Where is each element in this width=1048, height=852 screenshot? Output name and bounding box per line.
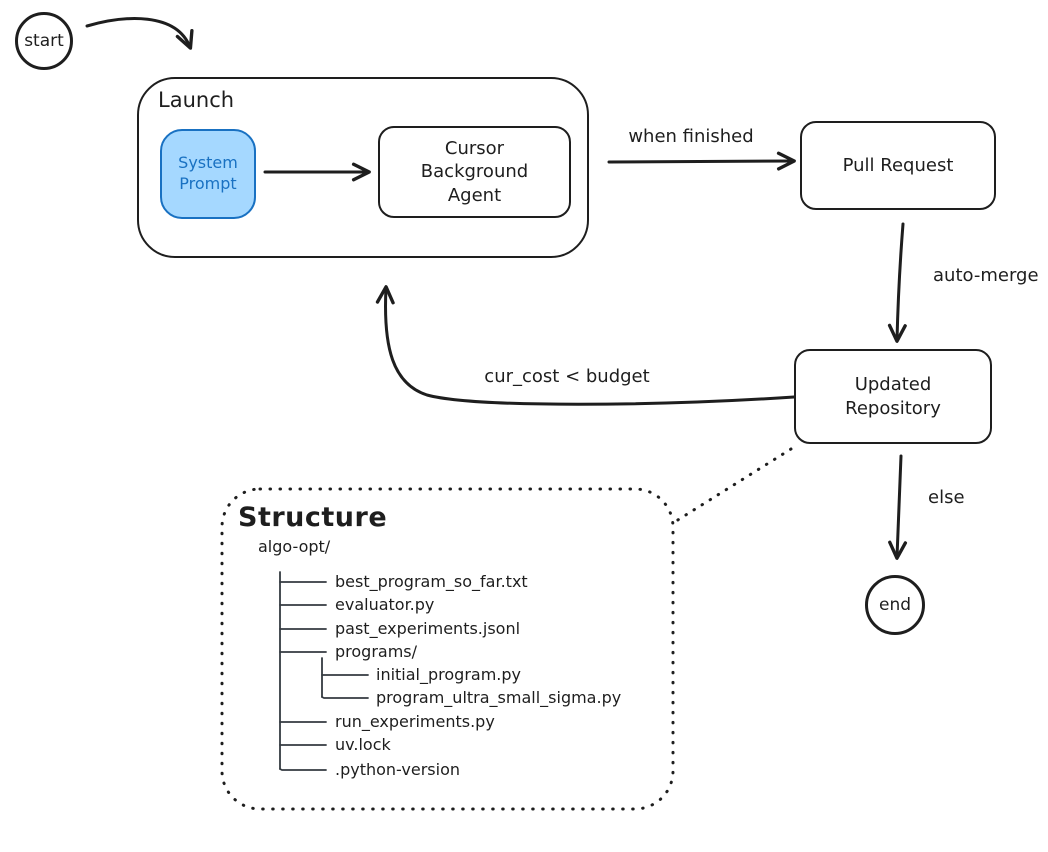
start-node: start: [15, 12, 73, 70]
else-arrow: [888, 454, 908, 560]
launch-group: Launch: [137, 77, 589, 258]
start-arrow: [85, 17, 194, 50]
tree-item: .python-version: [335, 760, 460, 779]
structure-title: Structure: [238, 502, 388, 533]
structure-panel-border: [220, 487, 675, 811]
system-prompt-node: System Prompt: [160, 129, 256, 219]
structure-connector-line: [671, 447, 793, 525]
tree-item: initial_program.py: [376, 665, 522, 684]
tree-root: algo-opt/: [258, 537, 331, 556]
cursor-agent-node: Cursor Background Agent: [378, 126, 571, 218]
tree-item: best_program_so_far.txt: [335, 572, 528, 591]
pull-request-node: Pull Request: [800, 121, 996, 210]
launch-group-label: Launch: [158, 88, 235, 112]
tree-item: past_experiments.jsonl: [335, 619, 521, 638]
auto-merge-label: auto-merge: [933, 265, 1039, 286]
tree-item: run_experiments.py: [335, 712, 495, 731]
system-prompt-label: System Prompt: [178, 153, 238, 193]
updated-repository-node: Updated Repository: [794, 349, 992, 444]
auto-merge-arrow: [887, 222, 907, 343]
loop-condition-label: cur_cost < budget: [484, 366, 650, 387]
tree-item: uv.lock: [335, 735, 391, 754]
tree-item: program_ultra_small_sigma.py: [376, 688, 622, 707]
else-label: else: [928, 487, 965, 508]
structure-panel: Structure algo-opt/ best_program_so_far.…: [221, 488, 674, 810]
loop-arrow: [375, 285, 796, 406]
when-finished-arrow: [607, 151, 796, 171]
updated-repository-label: Updated Repository: [845, 374, 941, 419]
when-finished-label: when finished: [628, 126, 754, 147]
end-node-label: end: [878, 594, 912, 615]
tree-lines: [279, 571, 369, 771]
cursor-agent-label: Cursor Background Agent: [420, 137, 529, 206]
pull-request-label: Pull Request: [842, 154, 954, 176]
tree-item: programs/: [335, 642, 418, 661]
end-node: end: [865, 575, 925, 635]
tree-item: evaluator.py: [335, 595, 435, 614]
start-node-label: start: [24, 30, 64, 51]
